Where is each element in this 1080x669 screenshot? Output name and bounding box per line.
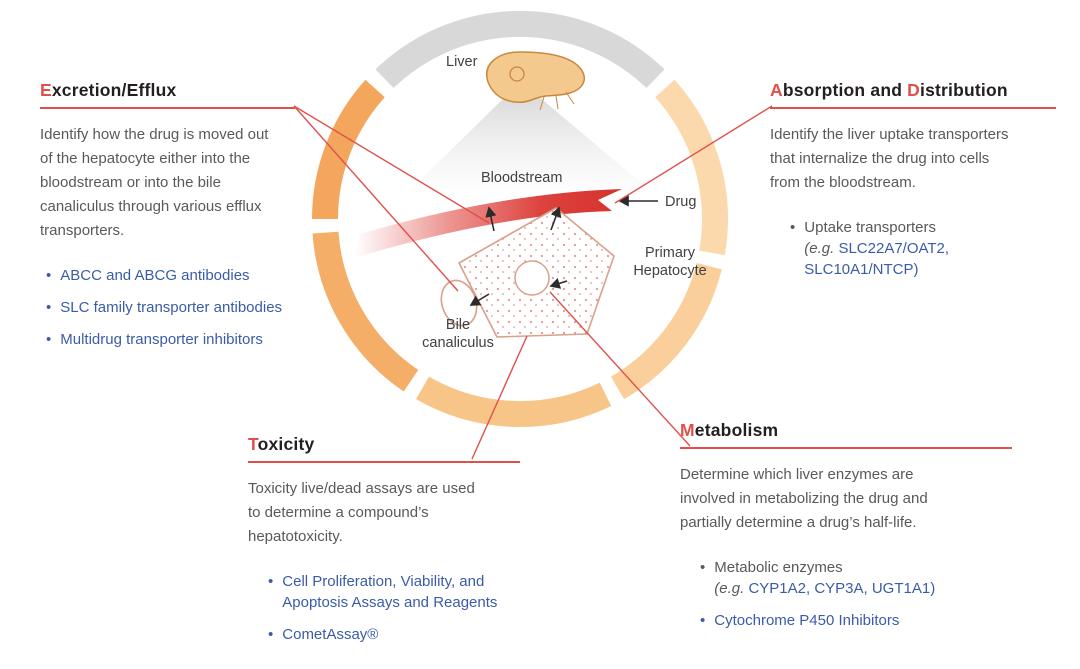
bullet-link[interactable]: • ABCC and ABCG antibodies (46, 267, 250, 284)
excretion-title: Excretion/Efflux (40, 80, 177, 100)
section-metabolism: Metabolism Determine which liver enzymes… (680, 420, 1020, 642)
liver-label: Liver (446, 54, 478, 70)
toxicity-title: Toxicity (248, 434, 315, 454)
bullet-dot: • (268, 573, 274, 590)
excretion-title-rule (40, 107, 295, 109)
nucleus (514, 260, 550, 296)
excretion-body: Identify how the drug is moved out of th… (40, 126, 269, 239)
metabolism-title: Metabolism (680, 420, 779, 440)
bullet-dot: • (46, 299, 52, 316)
bullet-link[interactable]: • Multidrug transporter inhibitors (46, 331, 263, 348)
hepatocyte-label: Primary Hepatocyte (633, 245, 707, 280)
bullet-link[interactable]: • Cytochrome P450 Inhibitors (700, 612, 900, 629)
bullet-dot: • (46, 267, 52, 284)
bloodstream-label: Bloodstream (481, 170, 563, 186)
toxicity-title-rule (248, 461, 520, 463)
hepatocyte-cell (458, 207, 615, 338)
absorption-body: Identify the liver uptake trans­porters … (770, 126, 1009, 191)
bullet-link[interactable]: • CometAssay® (268, 626, 379, 643)
absorption-title: Absorption and Distribution (770, 80, 1008, 100)
flow-arrows (469, 195, 658, 306)
liver-cone (408, 96, 652, 192)
section-absorption: Absorption and Distribution Identify the… (770, 80, 1060, 291)
bile-canaliculus-label: Bile canaliculus (422, 317, 494, 352)
bullet-link[interactable]: • SLC family transporter antibodies (46, 299, 283, 316)
section-excretion: Excretion/Efflux Identify how the drug i… (40, 80, 298, 361)
absorption-title-rule (770, 107, 1056, 109)
bullet-dot: • (700, 612, 706, 629)
excretion-bullets: • ABCC and ABCG antibodies • SLC family … (40, 265, 286, 350)
bullet-link[interactable]: • Cell Proliferation, Viability, and Apo… (268, 573, 498, 611)
bullet-link[interactable]: • Uptake transporters (e.g. SLC22A7/OAT2… (790, 219, 950, 278)
bullet-dot: • (790, 219, 796, 236)
bullet-link[interactable]: • Metabolic enzymes (e.g. CYP1A2, CYP3A,… (700, 559, 936, 597)
metabolism-bullets: • Metabolic enzymes (e.g. CYP1A2, CYP3A,… (694, 557, 1020, 631)
section-toxicity: Toxicity Toxicity live/dead assays are u… (248, 434, 528, 656)
bullet-dot: • (268, 626, 274, 643)
process-ring (312, 10, 728, 428)
connector-lines (293, 105, 773, 460)
toxicity-body: Toxicity live/dead assays are used to de… (248, 480, 475, 545)
metabolism-title-rule (680, 447, 1012, 449)
drug-label: Drug (665, 194, 697, 210)
bullet-dot: • (700, 559, 706, 576)
bullet-dot: • (46, 331, 52, 348)
metabolism-body: Determine which liver enzymes are involv… (680, 466, 928, 531)
liver-icon (486, 51, 585, 111)
absorption-bullets: • Uptake transporters (e.g. SLC22A7/OAT2… (784, 217, 1060, 280)
toxicity-bullets: • Cell Proliferation, Viability, and Apo… (262, 571, 528, 645)
bloodstream-band (354, 189, 622, 258)
